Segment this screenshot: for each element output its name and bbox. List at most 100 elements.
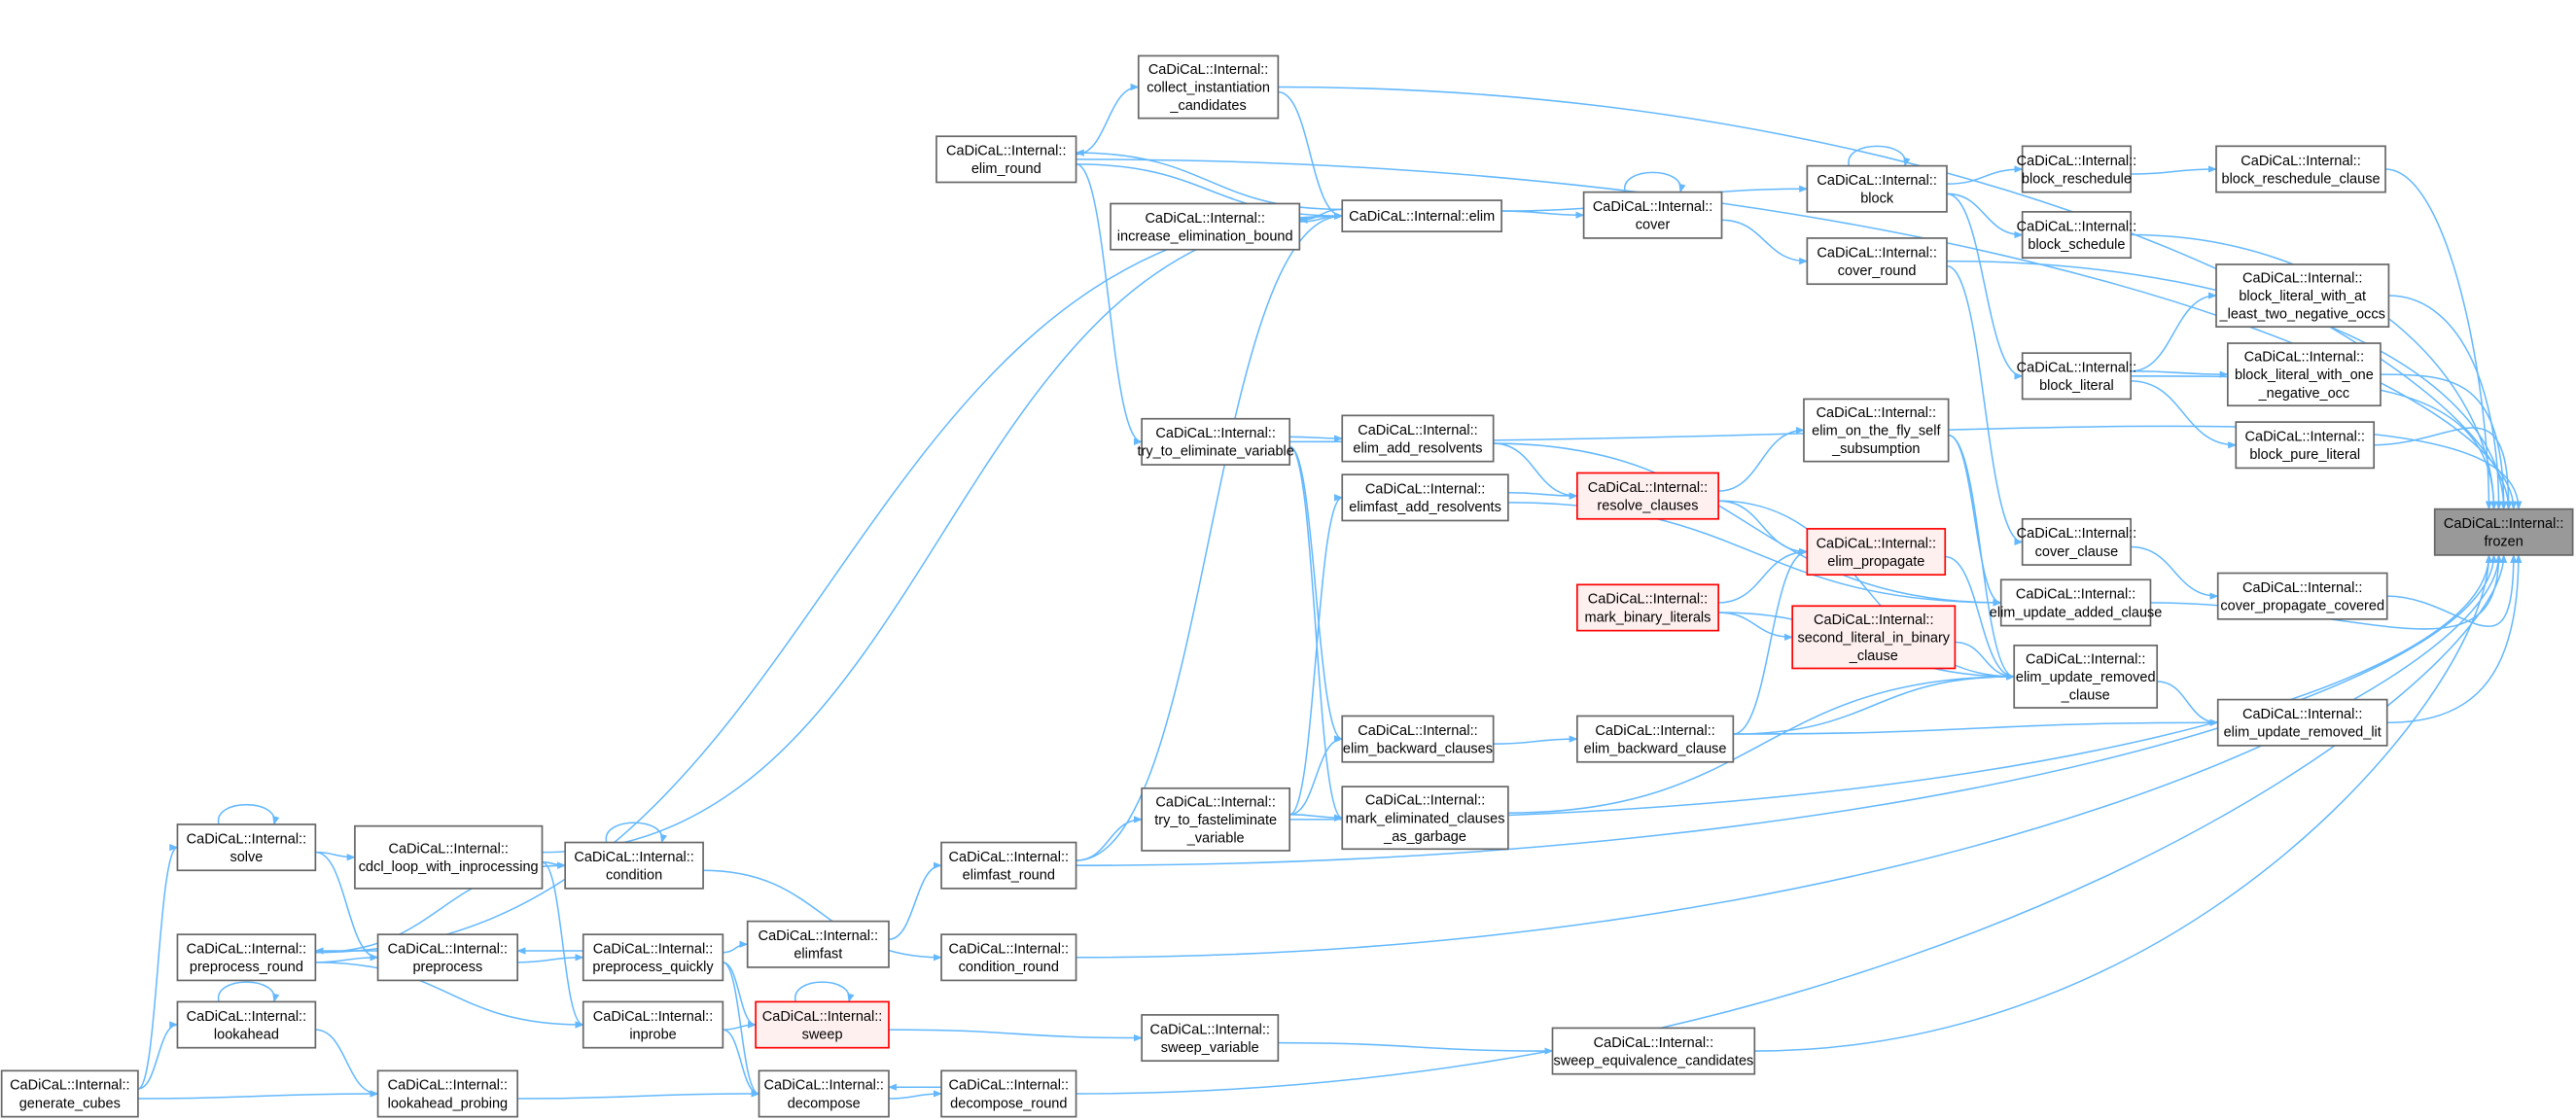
node-cover[interactable]: CaDiCaL::Internal::cover [1582,191,1723,239]
node-bl1[interactable]: CaDiCaL::Internal::block_literal_with_on… [2226,342,2382,407]
node-cdcl[interactable]: CaDiCaL::Internal::cdcl_loop_with_inproc… [354,824,544,890]
node-bl2[interactable]: CaDiCaL::Internal::block_literal_with_at… [2215,263,2390,328]
node-label: increase_elimination_bound [1117,228,1293,244]
node-sweep[interactable]: CaDiCaL::Internal::sweep [755,1000,890,1049]
edge-efround-to-ttfev [1076,816,1144,861]
node-eround[interactable]: CaDiCaL::Internal::elim_round [935,135,1077,184]
node-ebc[interactable]: CaDiCaL::Internal::elim_backward_clause [1575,715,1735,763]
edge-pq-to-elimfast [723,940,749,954]
edge-elimfast-to-efround [888,861,942,940]
node-box [755,1000,890,1049]
node-brc[interactable]: CaDiCaL::Internal::block_reschedule_clau… [2215,145,2386,193]
node-lprob[interactable]: CaDiCaL::Internal::lookahead_probing [376,1069,519,1118]
node-euac[interactable]: CaDiCaL::Internal::elim_update_added_cla… [1990,578,2163,627]
node-box [564,841,704,890]
edge-condround-to-frozen [1076,554,2503,959]
edge-ttev-to-ear [1289,435,1344,442]
edge-pq-to-decomp [723,962,760,1098]
node-ttev[interactable]: CaDiCaL::Internal::try_to_eliminate_vari… [1137,417,1294,466]
edge-dround-to-frozen [1076,554,2508,1095]
node-cic[interactable]: CaDiCaL::Internal::collect_instantiation… [1137,54,1280,120]
node-ttfev[interactable]: CaDiCaL::Internal::try_to_fasteliminate_… [1141,787,1291,852]
node-sec[interactable]: CaDiCaL::Internal::sweep_equivalence_can… [1551,1027,1756,1075]
node-label: CaDiCaL::Internal:: [2444,516,2563,532]
node-label: cover_clause [2035,544,2119,560]
edge-eprop-to-eurc [1945,555,2016,681]
node-label: cdcl_loop_with_inprocessing [359,859,539,875]
node-label: _least_two_negative_occs [2219,307,2385,323]
node-label: _variable [1186,831,1245,847]
node-label: try_to_eliminate_variable [1137,444,1293,460]
node-block[interactable]: CaDiCaL::Internal::block [1806,164,1948,213]
node-blit[interactable]: CaDiCaL::Internal::block_literal [2017,352,2136,401]
node-eotf[interactable]: CaDiCaL::Internal::elim_on_the_fly_self_… [1803,398,1950,463]
edge-solve-to-solve [218,803,280,825]
edge-cond-to-condround [703,869,942,962]
node-box [176,933,317,982]
node-eurc[interactable]: CaDiCaL::Internal::elim_update_removed_c… [2013,644,2159,709]
node-prep[interactable]: CaDiCaL::Internal::preprocess [376,933,519,982]
node-eurl[interactable]: CaDiCaL::Internal::elim_update_removed_l… [2216,698,2388,747]
node-box [1341,199,1502,233]
edge-bres-to-brc [2131,165,2217,175]
node-elim[interactable]: CaDiCaL::Internal::elim [1341,199,1502,233]
node-label: condition_round [959,960,1059,975]
node-ear[interactable]: CaDiCaL::Internal::elim_add_resolvents [1341,414,1495,463]
node-cond[interactable]: CaDiCaL::Internal::condition [564,841,704,890]
edge-ttfev-to-efar [1288,494,1344,816]
node-box [2021,211,2133,260]
node-box [2215,145,2386,193]
node-label: _subsumption [1831,441,1920,457]
node-eprop[interactable]: CaDiCaL::Internal::elim_propagate [1806,528,1947,577]
node-gc[interactable]: CaDiCaL::Internal::generate_cubes [0,1069,139,1118]
node-label: mark_eliminated_clauses [1346,811,1505,826]
node-box [1575,715,1735,763]
node-look[interactable]: CaDiCaL::Internal::lookahead [176,1000,317,1049]
node-label: elim_update_removed [2016,670,2156,685]
node-label: elim_round [971,161,1041,177]
node-bres[interactable]: CaDiCaL::Internal::block_reschedule [2017,145,2136,193]
node-label: mark_binary_literals [1585,610,1711,625]
edge-ttfev-to-ebcs [1289,735,1344,816]
node-box [0,1069,139,1118]
node-label: block_literal_with_at [2239,289,2366,304]
node-elimfast[interactable]: CaDiCaL::Internal::elimfast [746,920,890,968]
node-label: sweep_variable [1161,1040,1259,1056]
node-efar[interactable]: CaDiCaL::Internal::elimfast_add_resolven… [1341,473,1509,522]
node-box [354,824,544,890]
node-bsch[interactable]: CaDiCaL::Internal::block_schedule [2017,211,2136,260]
node-inprobe[interactable]: CaDiCaL::Internal::inprobe [582,1000,724,1049]
node-label: CaDiCaL::Internal:: [1817,245,1936,261]
node-frozen[interactable]: CaDiCaL::Internal::frozen [2433,508,2574,556]
edge-cover-to-cover [1624,171,1686,193]
edge-mbl-to-slib [1718,612,1794,642]
node-svar[interactable]: CaDiCaL::Internal::sweep_variable [1141,1014,1280,1063]
node-efround[interactable]: CaDiCaL::Internal::elimfast_round [940,841,1077,890]
edge-eround-to-cic [1076,83,1140,156]
node-ebcs[interactable]: CaDiCaL::Internal::elim_backward_clauses [1341,715,1495,763]
edge-block-to-block [1848,145,1911,167]
node-mbl[interactable]: CaDiCaL::Internal::mark_binary_literals [1575,583,1719,632]
node-rc[interactable]: CaDiCaL::Internal::resolve_clauses [1575,472,1719,520]
edge-cclause-to-cpc [2131,545,2219,600]
node-cclause[interactable]: CaDiCaL::Internal::cover_clause [2017,517,2136,566]
node-decomp[interactable]: CaDiCaL::Internal::decompose [758,1069,890,1118]
node-pq[interactable]: CaDiCaL::Internal::preprocess_quickly [582,933,724,982]
node-label: block_literal [2039,378,2114,394]
node-box [176,1000,317,1049]
node-condround[interactable]: CaDiCaL::Internal::condition_round [940,933,1077,982]
node-pround[interactable]: CaDiCaL::Internal::preprocess_round [176,933,317,982]
node-cround[interactable]: CaDiCaL::Internal::cover_round [1806,237,1948,286]
node-label: CaDiCaL::Internal:: [1365,482,1485,498]
node-dround[interactable]: CaDiCaL::Internal::decompose_round [940,1069,1077,1118]
node-cpc[interactable]: CaDiCaL::Internal::cover_propagate_cover… [2216,572,2388,620]
edge-sweep-to-svar [888,1029,1144,1042]
node-label: CaDiCaL::Internal:: [2017,361,2136,376]
edge-block-to-bsch [1946,192,2024,239]
node-ieb[interactable]: CaDiCaL::Internal::increase_elimination_… [1110,202,1301,251]
node-slib[interactable]: CaDiCaL::Internal::second_literal_in_bin… [1791,605,1957,670]
node-box [1110,202,1301,251]
node-solve[interactable]: CaDiCaL::Internal::solve [176,823,317,872]
node-meg[interactable]: CaDiCaL::Internal::mark_eliminated_claus… [1341,786,1509,851]
node-bpl[interactable]: CaDiCaL::Internal::block_pure_literal [2235,421,2376,470]
